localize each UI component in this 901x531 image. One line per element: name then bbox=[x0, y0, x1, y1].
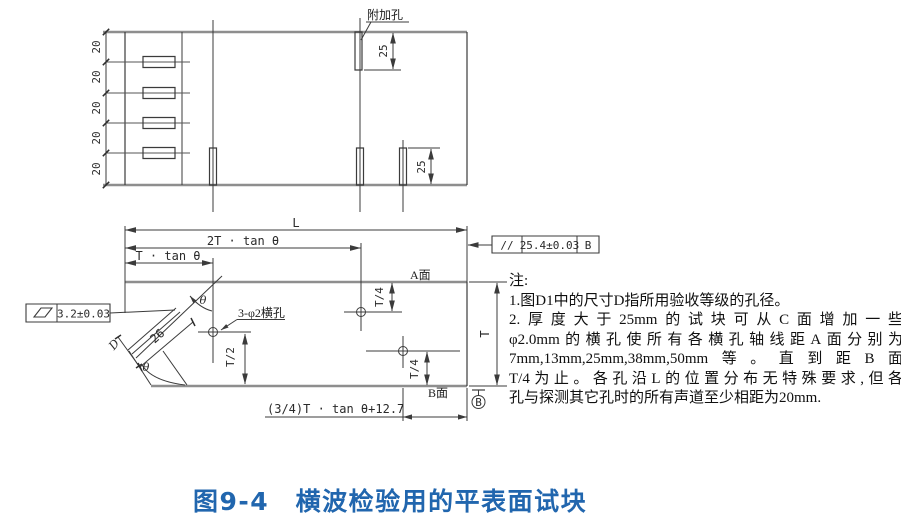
dim-label-t4-upper: T/4 bbox=[373, 287, 386, 307]
side-view: L 2T · tan θ T · tan θ A面 B面 3-φ2横孔 T/2 … bbox=[105, 216, 507, 421]
theta-arc-bottom bbox=[142, 365, 185, 385]
note-line: 7mm,13mm,25mm,38mm,50mm等。直到距B面 bbox=[509, 351, 901, 367]
face-b-label: B面 bbox=[428, 386, 448, 400]
flatness-symbol-icon bbox=[34, 308, 52, 317]
theta-label-bottom: θ bbox=[143, 360, 150, 374]
note-line: 1.图D1中的尺寸D指所用验收等级的孔径。 bbox=[509, 292, 790, 309]
note-line: 孔与探测其它孔时的所有声道至少相距为20mm. bbox=[509, 390, 822, 406]
top-view: 20 20 20 20 20 附加孔 25 25 bbox=[90, 8, 467, 212]
additional-hole-label: 附加孔 bbox=[367, 8, 403, 22]
spacing-label: 20 bbox=[90, 40, 103, 53]
spacing-label: 20 bbox=[90, 131, 103, 144]
dim-label-2t-tan: 2T · tan θ bbox=[207, 234, 279, 248]
hole-callout: 3-φ2横孔 bbox=[238, 306, 285, 320]
depth-label: 25 bbox=[415, 160, 428, 173]
note-line: T/4为止。各孔沿L的位置分布无特殊要求,但各 bbox=[509, 370, 901, 387]
engineering-drawing: 20 20 20 20 20 附加孔 25 25 bbox=[0, 8, 901, 475]
parallelism-symbol-icon: // bbox=[500, 239, 513, 252]
hole-slot bbox=[357, 148, 364, 185]
figure-caption: 图9-4 横波检验用的平表面试块 bbox=[193, 487, 588, 516]
notch-length-label: 26 bbox=[147, 326, 167, 346]
dim-label-t2: T/2 bbox=[224, 347, 237, 367]
face-a-label: A面 bbox=[410, 268, 431, 282]
datum-b-letter: B bbox=[475, 396, 482, 409]
slot bbox=[143, 118, 175, 129]
spacing-label: 20 bbox=[90, 101, 103, 114]
note-line: φ2.0mm的横孔使所有各横孔轴线距A面分别为 bbox=[509, 331, 901, 348]
depth-label: 25 bbox=[377, 44, 390, 57]
dim-label-t-tan: T · tan θ bbox=[135, 249, 200, 263]
theta-arc-top bbox=[190, 296, 212, 311]
tolerance-frames: 3.2±0.03 // 25.4±0.03 B bbox=[26, 236, 599, 322]
note-line: 2.厚度大于25mm的试块可从C面增加一些 bbox=[509, 312, 901, 328]
hole-slot bbox=[400, 148, 407, 185]
notes-title: 注: bbox=[509, 273, 529, 289]
notch-line bbox=[128, 308, 176, 350]
slot bbox=[143, 148, 175, 159]
additional-hole-slot bbox=[355, 32, 362, 70]
dim-label-bottom: (3/4)T · tan θ+12.7 bbox=[267, 402, 404, 416]
dim-label-t: T bbox=[478, 330, 492, 337]
parallelism-frame bbox=[492, 236, 599, 253]
slot bbox=[143, 57, 175, 68]
hole-slot bbox=[210, 148, 217, 185]
parallelism-datum: B bbox=[585, 239, 592, 252]
spacing-label: 20 bbox=[90, 162, 103, 175]
beam-path bbox=[136, 276, 222, 358]
spacing-label: 20 bbox=[90, 70, 103, 83]
flatness-value: 3.2±0.03 bbox=[57, 308, 110, 321]
notes-block: 注: 1.图D1中的尺寸D指所用验收等级的孔径。 2.厚度大于25mm的试块可从… bbox=[509, 272, 901, 409]
slot bbox=[143, 88, 175, 99]
dim-label-L: L bbox=[292, 216, 299, 230]
dim-label-t4-lower: T/4 bbox=[408, 359, 421, 379]
datum-b-circle bbox=[472, 396, 485, 409]
parallelism-value: 25.4±0.03 bbox=[520, 239, 580, 252]
notch-line bbox=[132, 312, 180, 354]
theta-label-top: θ bbox=[200, 293, 207, 307]
